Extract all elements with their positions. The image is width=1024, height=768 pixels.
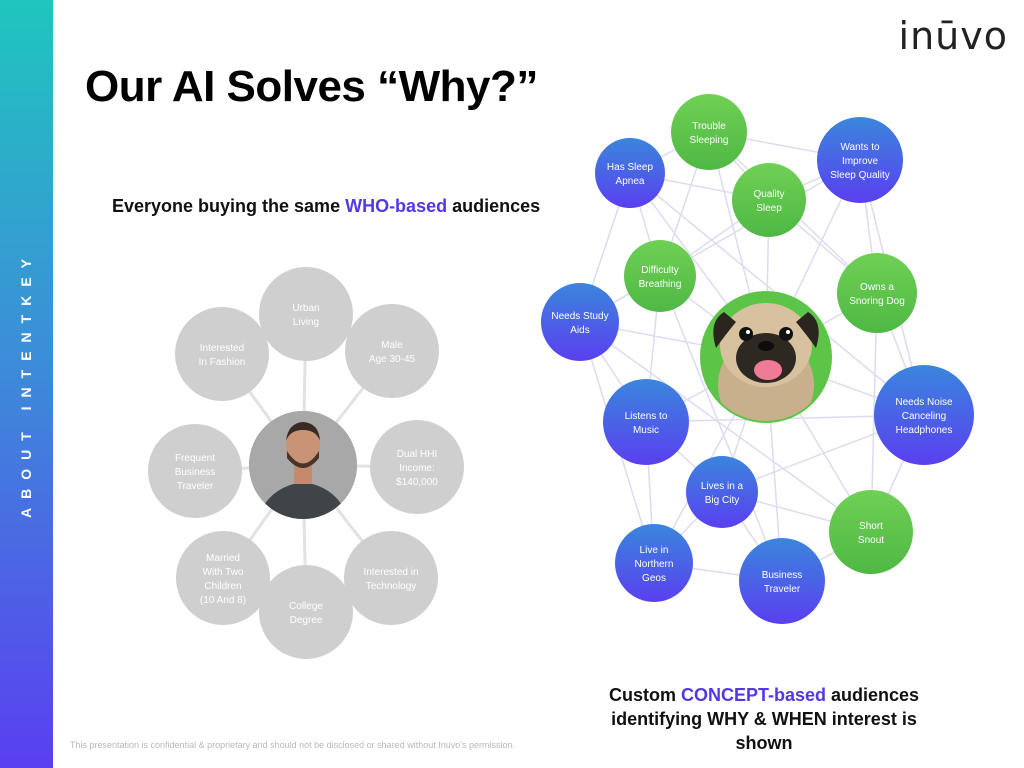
concept-node-wants-label: Wants to <box>840 142 880 153</box>
concept-node-wants-label: Sleep Quality <box>830 170 889 181</box>
concept-node-bigcity-label: Big City <box>705 495 739 506</box>
who-node-college-label: College <box>289 601 323 612</box>
concept-node-snoring-label: Snoring Dog <box>849 296 905 307</box>
who-node-male-label: Male <box>381 340 403 351</box>
who-node-urban-label: Living <box>293 317 319 328</box>
who-node-fashion-label: In Fashion <box>199 357 246 368</box>
who-node-traveler-label: Traveler <box>177 481 214 492</box>
who-node-tech-label: Interested in <box>363 567 418 578</box>
who-caption-suffix: audiences <box>447 196 541 216</box>
concept-node-snoring-label: Owns a <box>860 282 894 293</box>
concept-node-study-label: Aids <box>570 325 589 336</box>
concept-node-business-label: Business <box>762 570 803 581</box>
concept-node-northern-label: Geos <box>642 573 666 584</box>
who-node-fashion-label: Interested <box>200 343 244 354</box>
concept-node-quality-label: Quality <box>753 189 784 200</box>
who-node-married-label: Children <box>204 581 241 592</box>
concept-caption-line2: identifying WHY & WHEN interest is shown <box>611 709 917 753</box>
concept-caption-highlight: CONCEPT-based <box>680 685 826 705</box>
inuvo-logo: inūvo <box>898 14 1008 58</box>
concept-node-trouble-label: Sleeping <box>690 135 729 146</box>
who-node-college-label: Degree <box>290 615 323 626</box>
concept-node-northern-label: Northern <box>635 559 674 570</box>
pug-photo <box>700 291 832 423</box>
concept-caption: Custom CONCEPT-based audiences identifyi… <box>598 683 930 755</box>
who-caption-highlight: WHO-based <box>345 196 448 216</box>
who-node-dual-label: Income: <box>399 463 435 474</box>
who-node-married-label: With Two <box>203 567 244 578</box>
sidebar-gradient: ABOUT INTENTKEY <box>0 0 53 768</box>
concept-node-apnea-label: Apnea <box>616 176 645 187</box>
who-node-dual-label: Dual HHI <box>397 449 438 460</box>
concept-edge-wants-study <box>579 159 861 323</box>
person-photo <box>249 411 357 519</box>
who-node-fashion: Interested In Fashion <box>175 307 269 401</box>
who-node-tech: Interested in Technology <box>344 531 438 625</box>
concept-node-difficulty-label: Breathing <box>639 279 682 290</box>
concept-node-music-label: Listens to <box>625 411 668 422</box>
concept-node-snoring: Owns a Snoring Dog <box>837 253 917 333</box>
concept-node-study-label: Needs Study <box>551 311 608 322</box>
concept-node-quality-label: Sleep <box>756 203 782 214</box>
who-node-married-label: (10 And 8) <box>200 595 246 606</box>
who-node-male-label: Age 30-45 <box>369 354 416 365</box>
concept-caption-line1: Custom CONCEPT-based audiences <box>598 683 930 707</box>
concept-node-difficulty-label: Difficulty <box>641 265 679 276</box>
concept-node-trouble-label: Trouble <box>692 121 726 132</box>
concept-edge-difficulty-business <box>659 275 783 582</box>
concept-node-music: Listens to Music <box>603 379 689 465</box>
concept-node-noise-label: Canceling <box>902 411 946 422</box>
who-node-urban-label: Urban <box>292 303 319 314</box>
concept-node-apnea-label: Has Sleep <box>607 162 654 173</box>
concept-caption-prefix: Custom <box>608 685 681 705</box>
concept-node-noise-label: Headphones <box>896 425 953 436</box>
concept-node-music-label: Music <box>633 425 659 436</box>
concept-edge-study-snout <box>579 321 872 533</box>
concept-node-bigcity: Lives in a Big City <box>686 456 758 528</box>
concept-node-snout-label: Short <box>859 521 883 532</box>
who-node-married-label: Married <box>206 553 240 564</box>
page-title: Our AI Solves “Why?” <box>85 62 538 111</box>
concept-caption-suffix: audiences <box>825 685 920 705</box>
who-caption: Everyone buying the same WHO-based audie… <box>112 196 540 217</box>
concept-node-business-label: Traveler <box>764 584 801 595</box>
concept-node-wants-label: Improve <box>842 156 879 167</box>
concept-node-bigcity-label: Lives in a <box>701 481 744 492</box>
who-node-traveler-label: Business <box>175 467 216 478</box>
confidentiality-disclaimer: This presentation is confidential & prop… <box>70 740 515 750</box>
who-node-traveler-label: Frequent <box>175 453 215 464</box>
who-node-dual-label: $140,000 <box>396 477 438 488</box>
concept-node-northern-label: Live in <box>640 545 669 556</box>
concept-node-snout-label: Snout <box>858 535 884 546</box>
who-caption-prefix: Everyone buying the same <box>112 196 346 216</box>
who-node-dual: Dual HHI Income: $140,000 <box>370 420 464 514</box>
who-node-tech-label: Technology <box>366 581 417 592</box>
concept-node-noise-label: Needs Noise <box>895 397 953 408</box>
